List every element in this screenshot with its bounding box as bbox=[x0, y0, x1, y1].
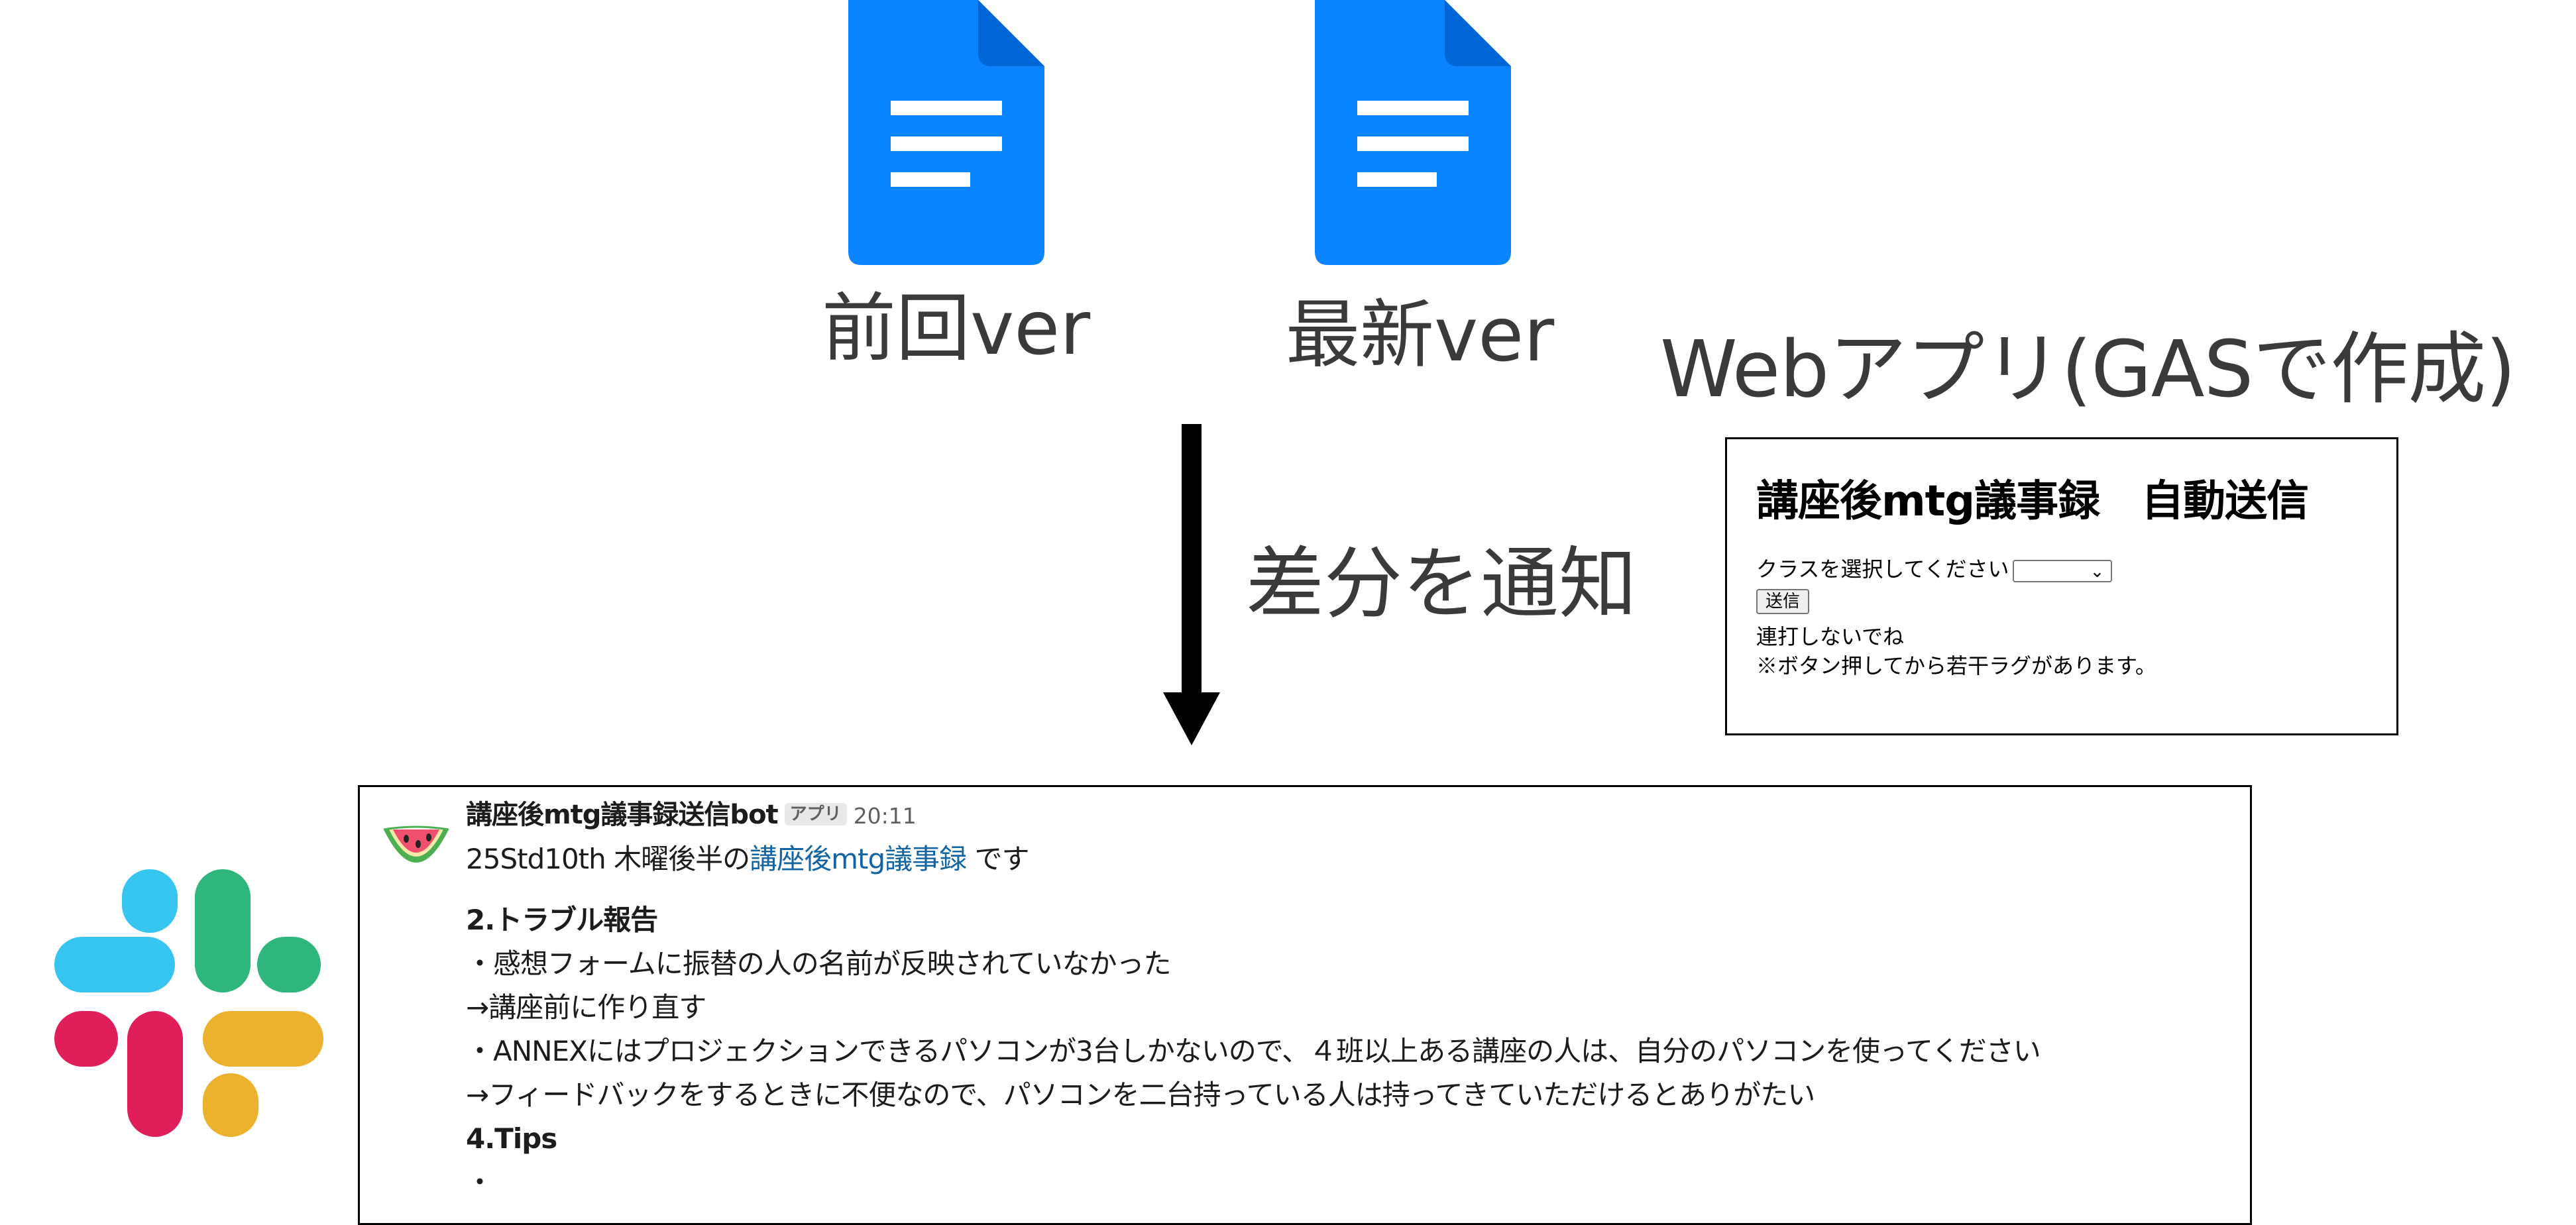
select-prompt: クラスを選択してください bbox=[1756, 557, 2009, 581]
class-select[interactable]: ⌄ bbox=[2013, 559, 2113, 582]
bot-name[interactable]: 講座後mtg議事録送信bot bbox=[466, 800, 779, 830]
note-no-spam: 連打しないでね bbox=[1756, 625, 1905, 649]
select-row: クラスを選択してください ⌄ bbox=[1756, 557, 2113, 582]
app-badge: アプリ bbox=[784, 803, 847, 826]
diff-notify-label: 差分を通知 bbox=[1246, 538, 1638, 629]
google-docs-icon bbox=[1315, 0, 1511, 265]
watermelon-icon bbox=[383, 826, 449, 863]
webapp-caption: Webアプリ(GASで作成) bbox=[1660, 323, 2516, 415]
message-timestamp[interactable]: 20:11 bbox=[853, 803, 917, 829]
submit-button[interactable]: 送信 bbox=[1756, 589, 1810, 614]
note-lag: ※ボタン押してから若干ラグがあります。 bbox=[1756, 654, 2156, 678]
google-docs-icon bbox=[848, 0, 1044, 265]
arrow-shaft bbox=[1182, 424, 1202, 702]
previous-version-label: 前回ver bbox=[822, 286, 1091, 372]
intro-prefix: 25Std10th 木曜後半の bbox=[466, 843, 750, 875]
message-line: →フィードバックをするときに不便なので、パソコンを二台持っている人は持ってきてい… bbox=[466, 1079, 1815, 1111]
arrow-head bbox=[1163, 692, 1220, 745]
latest-version-label: 最新ver bbox=[1286, 292, 1555, 378]
slack-logo-icon bbox=[54, 869, 323, 1137]
webapp-panel: 講座後mtg議事録 自動送信 クラスを選択してください⌄ 送信 連打しないでね … bbox=[1725, 437, 2398, 735]
message-intro: 25Std10th 木曜後半の講座後mtg議事録 です bbox=[466, 843, 1030, 875]
message-line: ・ANNEXにはプロジェクションできるパソコンが3台しかないので、４班以上ある講… bbox=[466, 1035, 2041, 1067]
intro-suffix: です bbox=[966, 843, 1030, 875]
chevron-down-icon: ⌄ bbox=[2090, 560, 2105, 581]
message-line: ・感想フォームに振替の人の名前が反映されていなかった bbox=[466, 947, 1171, 980]
section-heading: 2.トラブル報告 bbox=[466, 904, 658, 936]
section-heading: 4.Tips bbox=[466, 1122, 557, 1155]
webapp-title: 講座後mtg議事録 自動送信 bbox=[1756, 477, 2309, 526]
message-line: →講座前に作り直す bbox=[466, 991, 706, 1024]
minutes-link[interactable]: 講座後mtg議事録 bbox=[750, 843, 967, 875]
message-line: ・ bbox=[466, 1166, 494, 1198]
